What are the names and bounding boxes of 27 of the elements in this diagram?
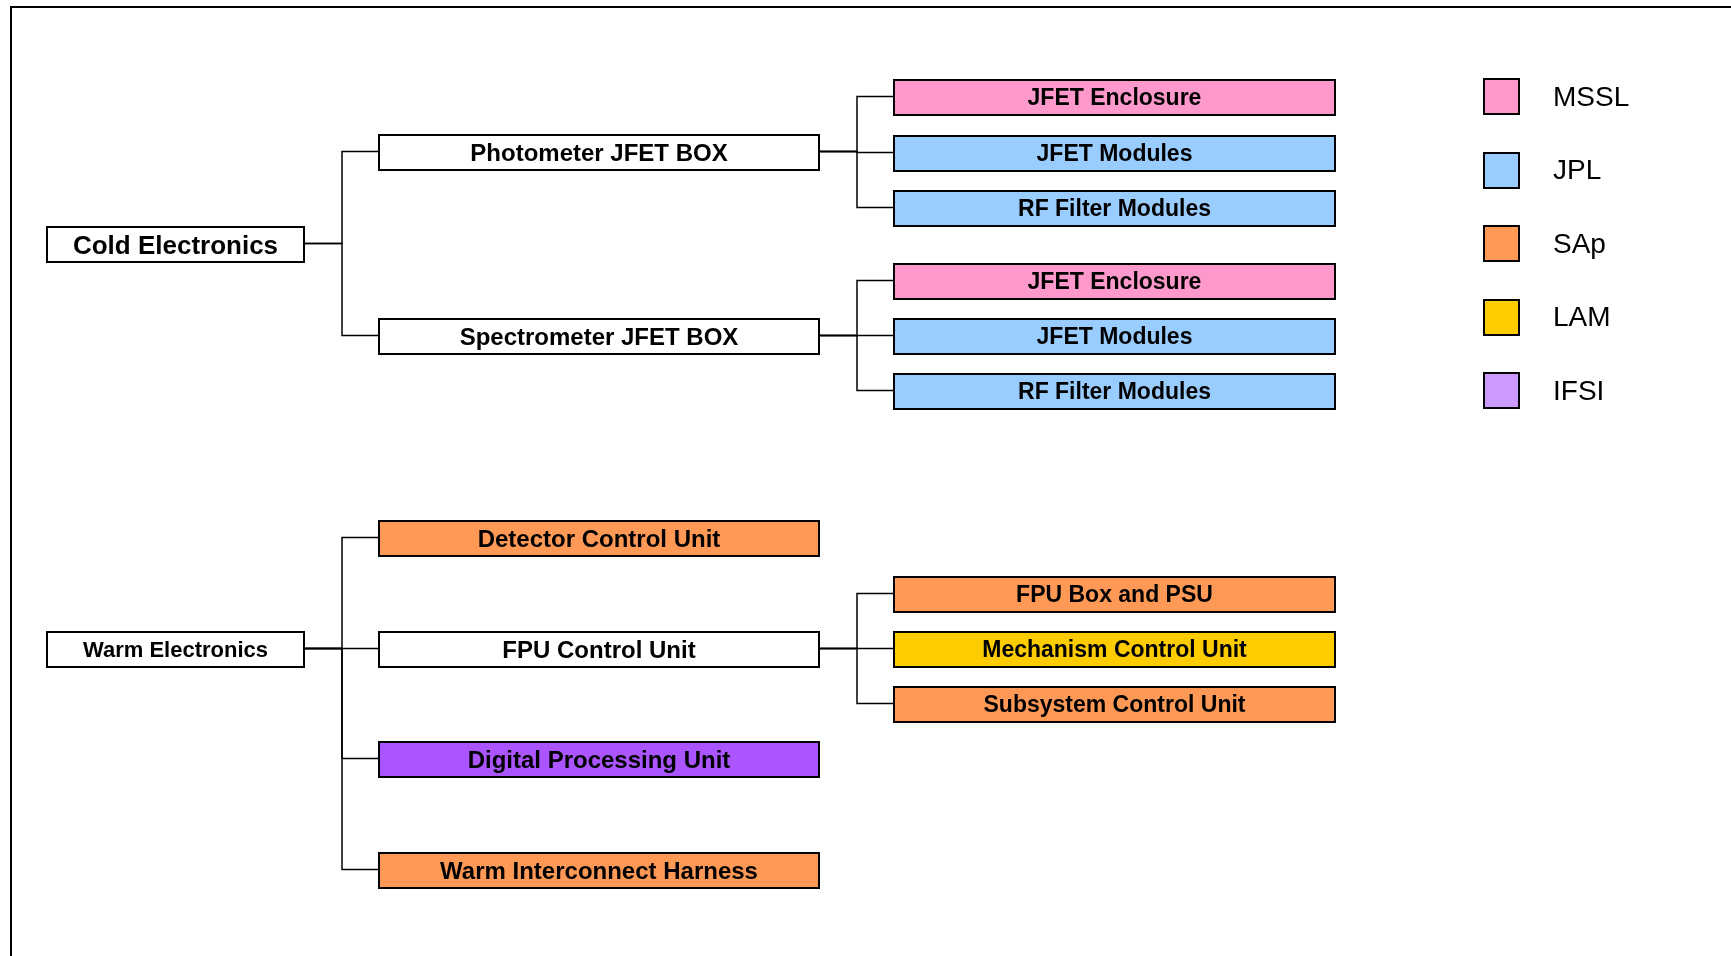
connector-line	[819, 334, 894, 392]
component-box: Warm Interconnect Harness	[378, 852, 820, 889]
component-box: Digital Processing Unit	[378, 741, 820, 778]
component-box: Photometer JFET BOX	[378, 134, 820, 171]
connector-line	[819, 647, 894, 705]
component-box: FPU Box and PSU	[893, 576, 1336, 613]
component-box: Cold Electronics	[46, 226, 305, 263]
legend-label: IFSI	[1553, 376, 1605, 405]
component-box: Subsystem Control Unit	[893, 686, 1336, 723]
component-box: JFET Modules	[893, 318, 1336, 355]
connector-line	[304, 647, 379, 871]
component-box: JFET Enclosure	[893, 263, 1336, 300]
component-box: JFET Modules	[893, 135, 1336, 172]
connector-line	[819, 150, 894, 209]
component-box: JFET Enclosure	[893, 79, 1336, 116]
component-box: Spectrometer JFET BOX	[378, 318, 820, 355]
component-box: FPU Control Unit	[378, 631, 820, 668]
legend-label: SAp	[1553, 229, 1606, 258]
component-box: Mechanism Control Unit	[893, 631, 1336, 668]
component-box: Detector Control Unit	[378, 520, 820, 557]
legend-label: JPL	[1553, 156, 1602, 184]
legend-label: LAM	[1553, 303, 1611, 331]
connector-line	[304, 242, 379, 337]
component-box: RF Filter Modules	[893, 373, 1336, 410]
component-box: RF Filter Modules	[893, 190, 1336, 227]
legend-label: MSSL	[1553, 82, 1630, 111]
component-box: Warm Electronics	[46, 631, 305, 668]
